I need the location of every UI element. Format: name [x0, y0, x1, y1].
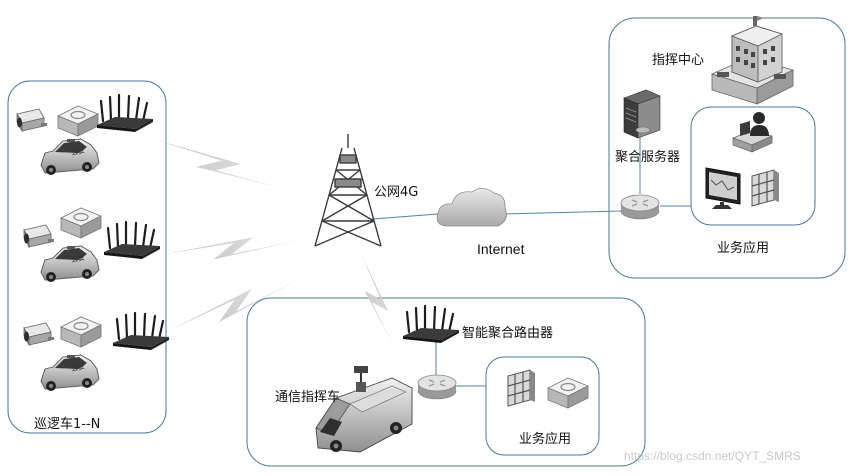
business-app-top-frame	[690, 106, 816, 226]
building-icon	[710, 16, 795, 105]
patrol-row-2	[23, 207, 162, 283]
comm-vehicle-label: 通信指挥车	[275, 390, 341, 405]
lightning-link-icon	[166, 204, 304, 290]
business-app-bottom-frame	[485, 356, 600, 456]
encoder-box-icon	[60, 207, 102, 239]
4g-router-icon	[95, 93, 155, 134]
patrol-row-3	[23, 311, 171, 392]
camera-icon	[23, 224, 55, 248]
video-wall-icon	[507, 369, 536, 407]
camera-icon	[23, 322, 55, 346]
public-network-label: 公网4G	[374, 185, 419, 200]
4g-router-icon	[102, 220, 162, 261]
aggregation-server-label: 聚合服务器	[615, 150, 681, 165]
4g-router-icon	[111, 311, 171, 352]
video-wall-icon	[751, 169, 780, 207]
core-router-icon	[417, 374, 457, 400]
camera-icon	[16, 108, 48, 132]
business-app-top-label: 业务应用	[717, 241, 770, 256]
cell-tower-icon	[314, 134, 382, 247]
police-car-icon	[40, 354, 100, 392]
lightning-link-icon	[153, 140, 289, 190]
link-cloud-router	[504, 210, 622, 215]
patrol-group-frame	[7, 80, 167, 434]
encoder-box-icon	[547, 377, 589, 409]
patrol-row-1	[16, 93, 155, 176]
police-car-icon	[40, 245, 100, 283]
command-vehicle-icon	[315, 366, 413, 453]
police-car-icon	[40, 138, 100, 176]
smart-router-label: 智能聚合路由器	[462, 326, 554, 341]
lightning-link-icon	[335, 256, 421, 347]
command-center-group-frame	[608, 17, 846, 279]
cloud-icon	[436, 187, 507, 227]
patrol-cars-label: 巡逻车1--N	[34, 417, 101, 432]
core-router-icon	[620, 194, 660, 220]
server-icon	[623, 89, 661, 139]
watermark: https://blog.csdn.net/QYT_SMRS	[624, 449, 801, 463]
operator-desk-icon	[732, 112, 773, 153]
business-app-bottom-label: 业务应用	[519, 432, 572, 447]
encoder-box-icon	[60, 316, 102, 348]
comm-vehicle-group-frame	[246, 297, 646, 467]
internet-label: Internet	[477, 241, 525, 257]
encoder-box-icon	[57, 105, 99, 137]
command-center-label: 指挥中心	[652, 53, 705, 68]
link-tower-cloud	[371, 213, 439, 220]
lightning-link-icon	[170, 245, 304, 362]
monitor-icon	[705, 167, 741, 209]
4g-router-icon	[401, 304, 461, 345]
